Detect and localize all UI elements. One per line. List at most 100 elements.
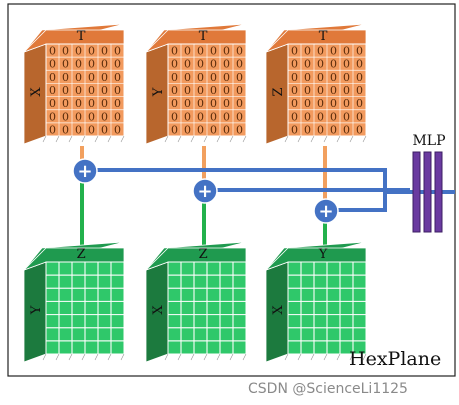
grid-tick — [68, 135, 73, 143]
cell-value: 0 — [101, 84, 108, 97]
green-plane: ZX — [144, 241, 247, 363]
cell-value: 0 — [343, 97, 350, 110]
cell-value: 0 — [171, 71, 178, 84]
cell-value: 0 — [114, 58, 121, 71]
plane-top-face — [265, 29, 367, 53]
cell-value: 0 — [291, 123, 298, 136]
grid-tick — [164, 353, 169, 361]
grid-tick — [107, 353, 112, 361]
cell-value: 0 — [210, 84, 217, 97]
plus-circle — [72, 158, 98, 184]
cell-value: 0 — [197, 123, 204, 136]
grid-tick — [323, 353, 328, 361]
grid-tick — [190, 353, 195, 361]
cell-value: 0 — [223, 71, 230, 84]
cell-value: 0 — [343, 110, 350, 123]
grid-tick — [297, 353, 302, 361]
cell-value: 0 — [88, 123, 95, 136]
grid-tick — [216, 353, 221, 361]
cell-value: 0 — [49, 123, 56, 136]
cell-value: 0 — [317, 58, 324, 71]
cell-value: 0 — [236, 123, 243, 136]
cell-value: 0 — [343, 71, 350, 84]
grid-tick — [362, 135, 367, 143]
grid-tick — [336, 135, 341, 143]
cell-value: 0 — [62, 84, 69, 97]
cell-value: 0 — [304, 58, 311, 71]
cell-value: 0 — [330, 97, 337, 110]
cell-value: 0 — [49, 97, 56, 110]
cell-value: 0 — [114, 97, 121, 110]
cell-value: 0 — [223, 123, 230, 136]
cell-value: 0 — [236, 84, 243, 97]
plane-axis-label-top: Z — [77, 247, 86, 262]
plane-axis-label-top: Z — [199, 247, 208, 262]
plane-axis-label-side: Y — [151, 87, 166, 97]
cell-value: 0 — [330, 123, 337, 136]
cell-value: 0 — [49, 58, 56, 71]
grid-tick — [323, 135, 328, 143]
cell-value: 0 — [236, 58, 243, 71]
grid-tick — [297, 135, 302, 143]
cell-value: 0 — [236, 97, 243, 110]
cell-value: 0 — [114, 123, 121, 136]
cell-value: 0 — [356, 97, 363, 110]
cell-value: 0 — [223, 110, 230, 123]
grid-tick — [229, 353, 234, 361]
cell-value: 0 — [114, 110, 121, 123]
green-plane: ZY — [22, 241, 125, 363]
cell-value: 0 — [171, 110, 178, 123]
cell-value: 0 — [62, 45, 69, 58]
cell-value: 0 — [330, 84, 337, 97]
cell-value: 0 — [210, 45, 217, 58]
grid-tick — [107, 135, 112, 143]
mlp-block: MLP — [412, 133, 446, 233]
cell-value: 0 — [236, 71, 243, 84]
cell-value: 0 — [210, 123, 217, 136]
cell-value: 0 — [197, 84, 204, 97]
grid-tick — [242, 135, 247, 143]
cell-value: 0 — [101, 71, 108, 84]
cell-value: 0 — [171, 45, 178, 58]
grid-tick — [94, 353, 99, 361]
cell-value: 0 — [291, 110, 298, 123]
plane-axis-label-top: T — [199, 29, 208, 44]
cell-value: 0 — [356, 123, 363, 136]
cell-value: 0 — [317, 110, 324, 123]
grid-tick — [203, 353, 208, 361]
cell-value: 0 — [101, 123, 108, 136]
grid-tick — [42, 353, 47, 361]
cell-value: 0 — [114, 45, 121, 58]
plane-axis-label-side: X — [151, 305, 166, 315]
plus-symbol: + — [318, 201, 333, 222]
cell-value: 0 — [236, 110, 243, 123]
plus-node: + — [313, 198, 339, 224]
cell-value: 0 — [88, 45, 95, 58]
cell-value: 0 — [114, 71, 121, 84]
cell-value: 0 — [184, 84, 191, 97]
grid-tick — [362, 353, 367, 361]
cell-value: 0 — [317, 45, 324, 58]
grid-tick — [42, 135, 47, 143]
cell-value: 0 — [197, 97, 204, 110]
cell-value: 0 — [330, 45, 337, 58]
grid-tick — [336, 353, 341, 361]
connections — [80, 146, 455, 248]
grid-tick — [284, 353, 289, 361]
cell-value: 0 — [88, 58, 95, 71]
grid-tick — [177, 353, 182, 361]
grid-tick — [164, 135, 169, 143]
cell-value: 0 — [317, 84, 324, 97]
plane-top-face — [23, 29, 125, 53]
plane-axis-label-top: Y — [318, 247, 328, 262]
cell-value: 0 — [223, 97, 230, 110]
plus-circle — [192, 178, 218, 204]
cell-value: 0 — [356, 71, 363, 84]
cell-value: 0 — [49, 84, 56, 97]
cell-value: 0 — [171, 123, 178, 136]
cell-value: 0 — [197, 58, 204, 71]
cell-value: 0 — [343, 84, 350, 97]
